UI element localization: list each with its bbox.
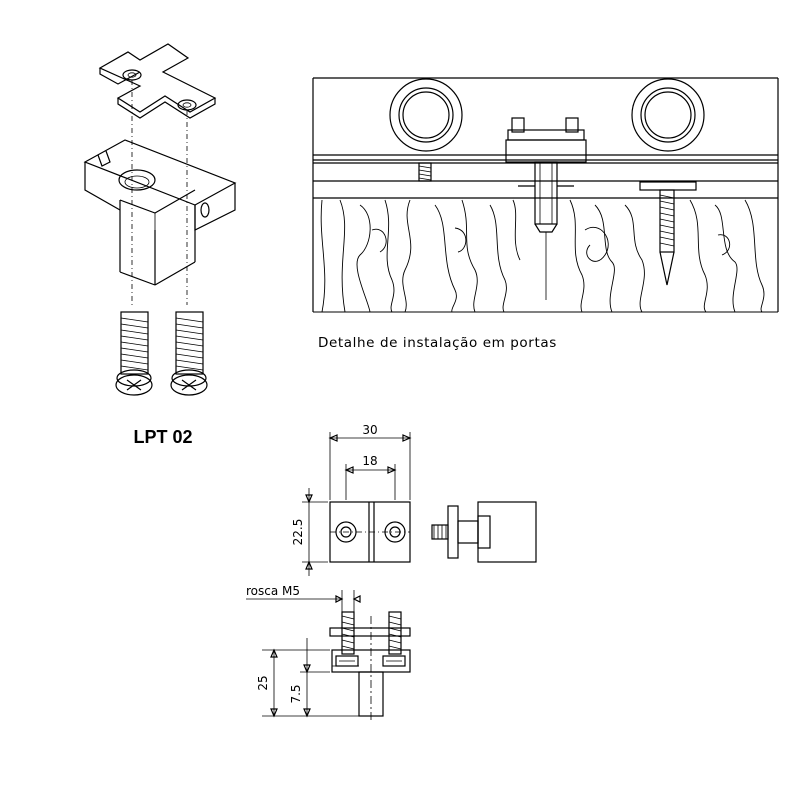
wood-screw [639, 181, 697, 286]
side-view [431, 501, 537, 563]
center-clamp [505, 117, 587, 300]
cross-plate [98, 43, 217, 119]
screw-right [170, 311, 208, 396]
screw-left [115, 311, 153, 396]
wood-grain [313, 199, 778, 313]
roller-right [631, 78, 705, 152]
dim-width-total: 30 [362, 423, 377, 437]
dim-height: 22.5 [291, 519, 305, 546]
product-code: LPT 02 [133, 427, 192, 447]
roller-left [389, 78, 463, 152]
installation-detail: Detalhe de instalação em portas [312, 77, 779, 351]
thread-label: rosca M5 [246, 584, 300, 598]
block-body [83, 139, 237, 286]
dim-pin-height: 7.5 [289, 684, 303, 703]
front-view: rosca M5 25 7.5 [246, 584, 411, 720]
top-view: 30 18 22.5 [291, 423, 412, 576]
dim-hole-spacing: 18 [362, 454, 377, 468]
dim-overall-height: 25 [256, 675, 270, 690]
exploded-view: LPT 02 [83, 43, 237, 447]
installation-caption: Detalhe de instalação em portas [318, 335, 557, 351]
